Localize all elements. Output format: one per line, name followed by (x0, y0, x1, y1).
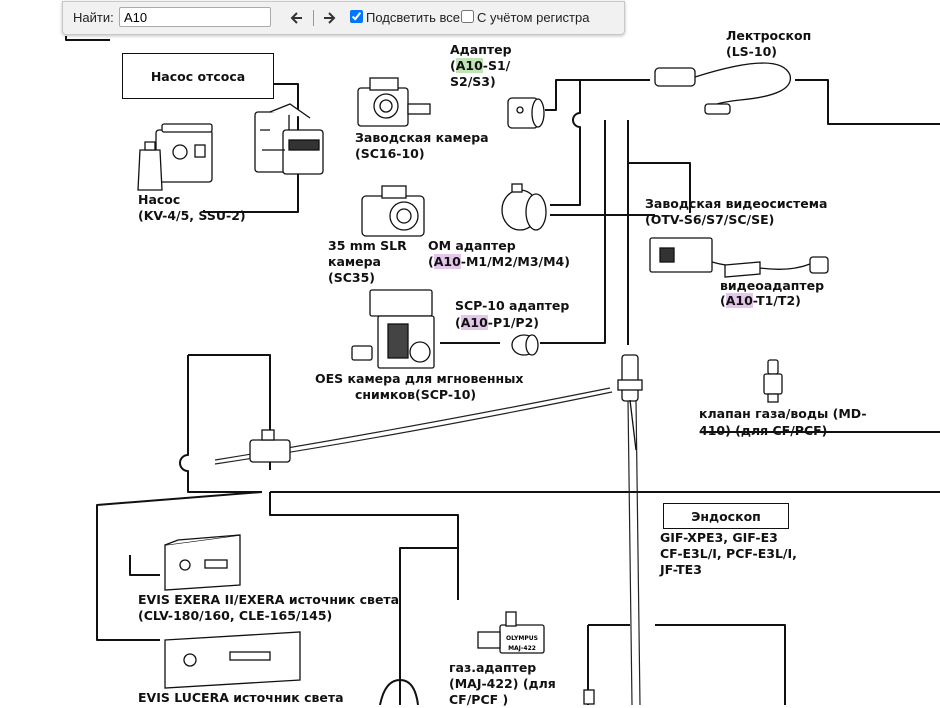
gas-tube-loop (379, 678, 419, 705)
adapter-model: (A10-S1/ (450, 58, 511, 73)
slr-label-2: камера (328, 254, 381, 269)
factory-camera-model: (SC16-10) (355, 146, 425, 161)
video-adapter-match: A10 (725, 293, 753, 308)
exera-light-source-icon (164, 534, 241, 591)
endoscope-connector-icon (249, 429, 291, 463)
highlight-all-checkbox[interactable] (350, 10, 363, 23)
find-previous-button[interactable] (287, 8, 307, 28)
wire-adapter-vertical (550, 80, 581, 206)
pump-kv-icon (137, 123, 213, 191)
wire-adapter-top (545, 79, 650, 111)
wire-scp-vertical (540, 120, 606, 344)
pump-box-label: Насос отсоса (122, 53, 274, 99)
maj-brand-text: OLYMPUS (506, 635, 538, 642)
gas-adapter-line2: (MAJ-422) (для (449, 676, 556, 691)
wire-bottom-right-c (655, 624, 786, 705)
factory-camera-icon (357, 77, 431, 127)
find-bar: Найти: Подсветить все С учётом регистра (62, 1, 625, 35)
scp-adapter-icon (511, 334, 539, 356)
arrow-right-icon (324, 12, 336, 24)
oes-camera-icon (351, 289, 435, 369)
wire-exera (129, 555, 160, 576)
oes-camera-line1: OES камера для мгновенных (315, 371, 524, 386)
find-input[interactable] (119, 7, 271, 27)
video-adapter-icon (724, 256, 829, 278)
maj-code-text: MAJ-422 (508, 645, 536, 652)
bottom-valve-icon (583, 689, 595, 705)
slr-label-1: 35 mm SLR (328, 238, 407, 253)
endoscope-control-icon (617, 354, 643, 451)
exera-line2: (CLV-180/160, CLE-165/145) (138, 608, 333, 623)
exera-line1: EVIS EXERA II/EXERA источник света (138, 592, 400, 607)
om-adapter-icon (501, 183, 547, 231)
factory-video-model: (OTV-S6/S7/SC/SE) (645, 212, 775, 227)
match-case-label[interactable]: С учётом регистра (477, 10, 590, 25)
pump-name: Насос (138, 192, 181, 207)
video-adapter-title: видеоадаптер (720, 278, 825, 293)
om-adapter-match: A10 (433, 254, 461, 269)
factory-video-title: Заводская видеосистема (645, 196, 828, 211)
wire-lectro-right (795, 79, 940, 125)
slr-label-3: (SC35) (328, 270, 375, 285)
endoscope-models-1: GIF-XPE3, GIF-E3 (660, 530, 778, 545)
om-adapter-title: OM адаптер (428, 238, 516, 253)
scp-adapter-model: (A10-P1/P2) (455, 315, 539, 330)
wire-left-bottom (96, 491, 263, 641)
adapter-title: Адаптер (450, 42, 512, 57)
pump-model: (KV-4/5, SSU-2) (138, 208, 246, 223)
lectroscope-title: Лектроскоп (726, 28, 812, 43)
gas-adapter-icon (477, 611, 545, 654)
scp-adapter-title: SCP-10 адаптер (455, 298, 570, 313)
endoscope-universal-cord (627, 399, 633, 705)
wire-video-horizontal (628, 162, 691, 213)
endoscope-models-2: CF-E3L/I, PCF-E3L/I, (660, 546, 797, 561)
adapter-a10-s-icon (507, 97, 545, 129)
factory-camera-title: Заводская камера (355, 130, 489, 145)
valve-line1: клапан газа/воды (MD- (699, 406, 867, 421)
gas-adapter-line1: газ.адаптер (449, 660, 537, 675)
lectroscope-icon (654, 62, 792, 115)
lectroscope-model: (LS-10) (726, 44, 777, 59)
video-adapter-model: (A10-T1/T2) (720, 293, 801, 308)
match-case-checkbox[interactable] (461, 10, 474, 23)
lucera-line1: EVIS LUCERA источник света (138, 690, 344, 705)
slr-camera-icon (361, 185, 425, 237)
wire-suction (203, 83, 299, 213)
wire-gas (269, 492, 459, 600)
find-label: Найти: (73, 10, 114, 25)
wire-left-vertical (179, 355, 262, 493)
arrow-left-icon (290, 12, 302, 24)
gas-adapter-line3: CF/PCF ) (449, 692, 509, 707)
lucera-light-source-icon (164, 631, 301, 689)
oes-camera-line2: снимков(SCP-10) (355, 387, 477, 402)
find-nav-separator (313, 10, 314, 26)
adapter-model-line2: S2/S3) (450, 74, 496, 89)
scp-adapter-match: A10 (460, 315, 488, 330)
wire-top-left (65, 36, 110, 41)
highlight-all-label[interactable]: Подсветить все (366, 10, 460, 25)
endoscope-models-3: JF-TE3 (660, 562, 702, 577)
om-adapter-model: (A10-M1/M2/M3/M4) (428, 254, 570, 269)
valve-icon (763, 359, 783, 403)
adapter-match: A10 (455, 58, 483, 73)
pump-ssu-icon (254, 103, 324, 175)
endoscope-box-label: Эндоскоп (663, 503, 789, 529)
valve-line2: 410) (для CF/PCF) (699, 423, 828, 438)
find-next-button[interactable] (319, 8, 339, 28)
wire-gas-loop (399, 547, 458, 705)
